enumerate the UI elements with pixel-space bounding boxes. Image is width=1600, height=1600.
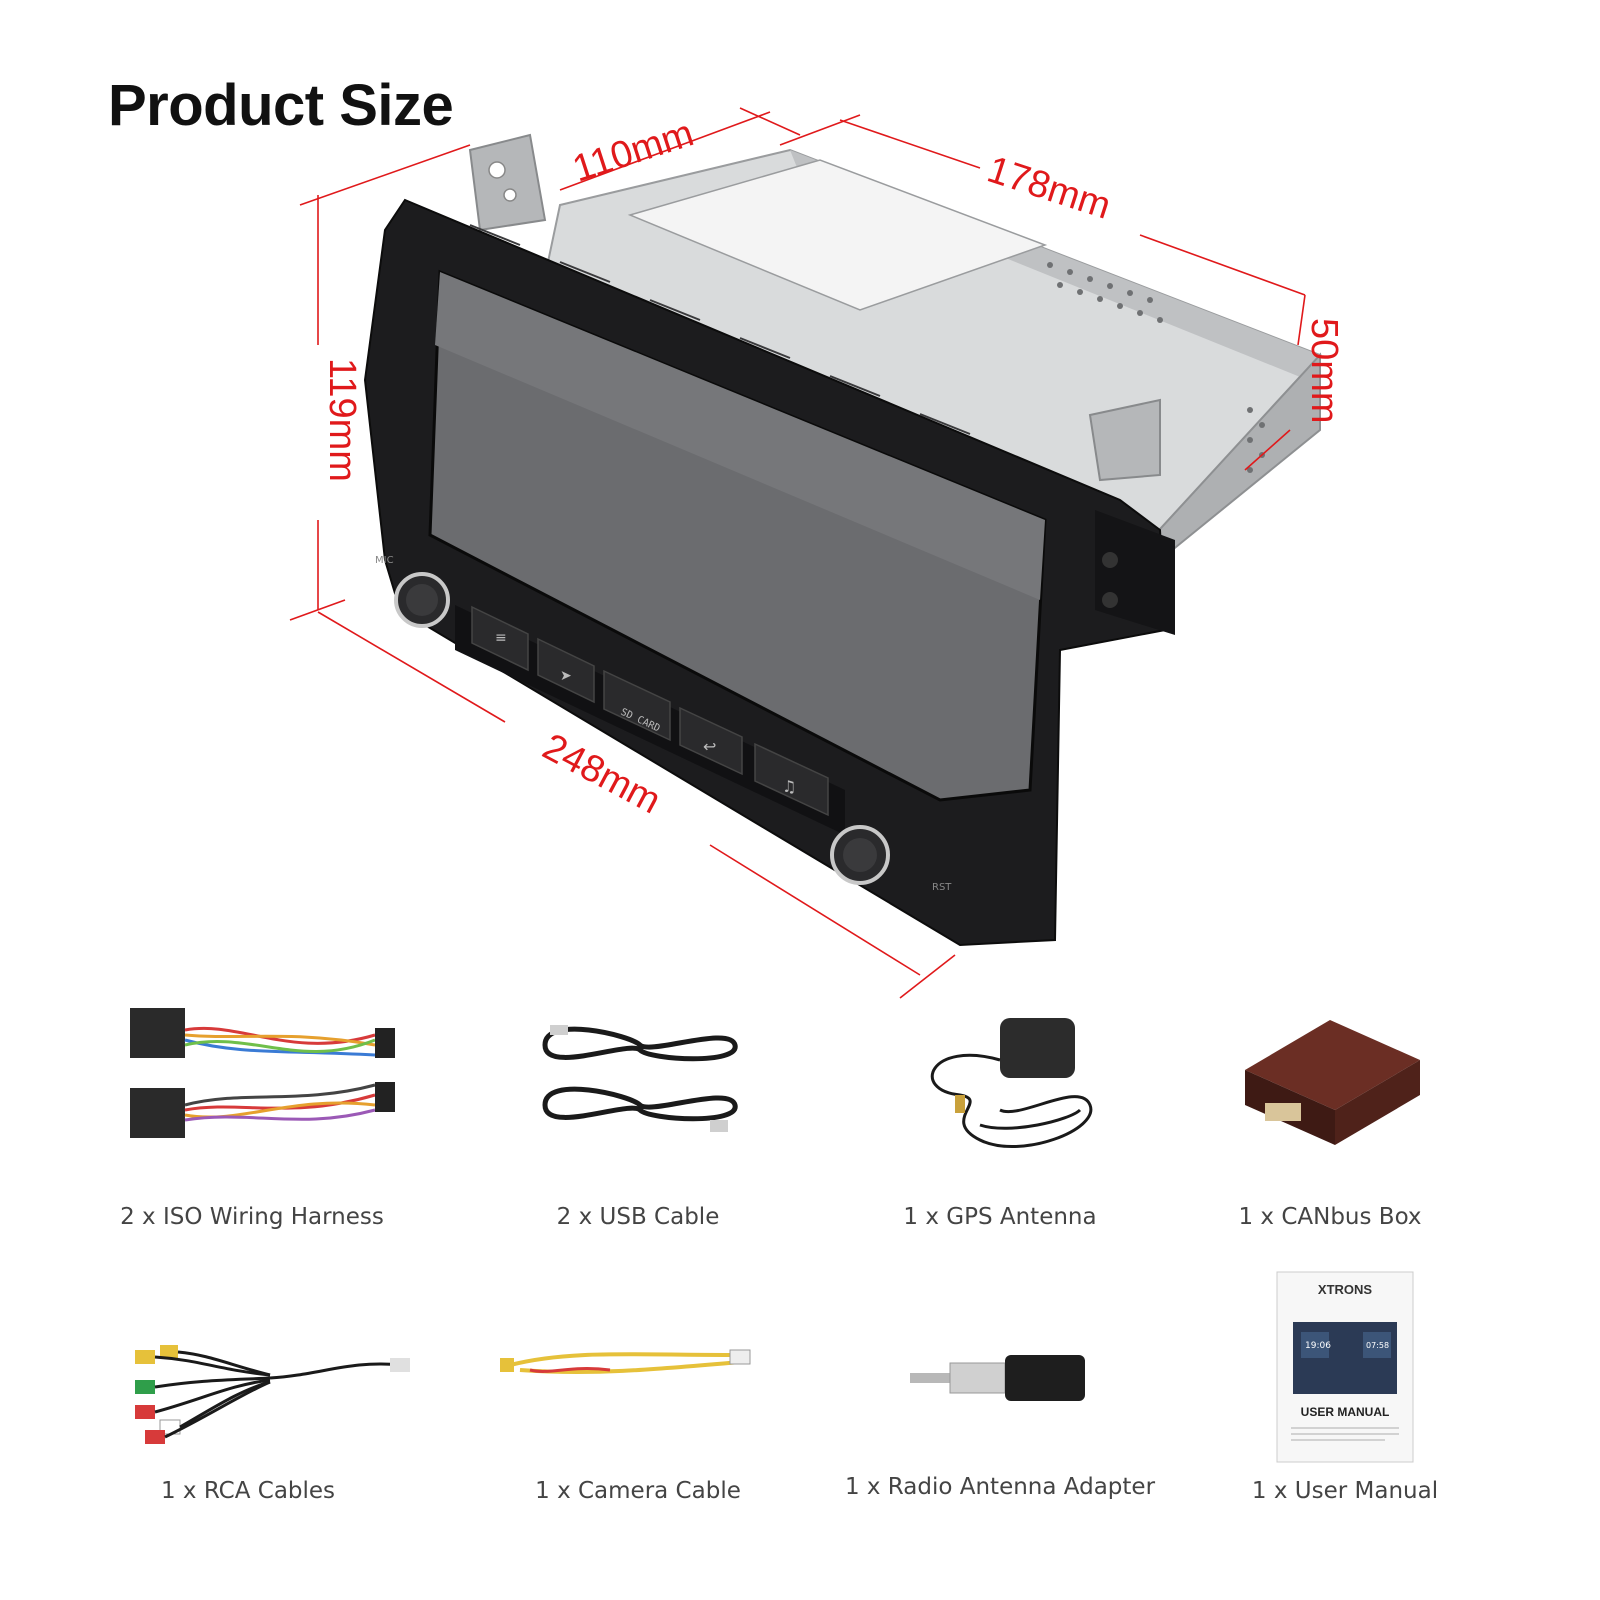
accessory-label-gps: 1 x GPS Antenna: [903, 1204, 1097, 1230]
svg-text:♫: ♫: [782, 777, 796, 796]
page-title: Product Size: [108, 73, 454, 138]
gps-antenna-image: [930, 1018, 1093, 1149]
music-button[interactable]: ♫: [754, 742, 829, 817]
accessory-label-rca: 1 x RCA Cables: [160, 1478, 336, 1504]
svg-text:➤: ➤: [560, 668, 572, 684]
chassis-height-dim-label: 50mm: [1303, 318, 1345, 424]
user-manual-image: XTRONS 19:06 07:58 USER MANUAL: [1276, 1271, 1414, 1463]
accessory-label-camera: 1 x Camera Cable: [535, 1478, 741, 1504]
control-strip: ≡ ➤ SD CARD ↩ ♫: [455, 605, 845, 835]
manual-title: USER MANUAL: [1301, 1405, 1390, 1419]
dimension-lines: [289, 107, 1306, 999]
tune-knob[interactable]: [830, 825, 890, 885]
manual-time2: 07:58: [1366, 1341, 1389, 1350]
radio-adapter-image: [910, 1355, 1085, 1401]
manual-brand: XTRONS: [1318, 1282, 1373, 1297]
volume-knob[interactable]: [394, 572, 450, 628]
accessory-label-radio: 1 x Radio Antenna Adapter: [844, 1474, 1156, 1500]
metal-chassis: [468, 133, 1322, 562]
product-illustration: ≡ ➤ SD CARD ↩ ♫ MIC RST: [289, 107, 1345, 999]
svg-text:↩: ↩: [703, 737, 716, 756]
height-dim-label: 119mm: [321, 358, 363, 482]
accessory-label-canbus: 1 x CANbus Box: [1238, 1204, 1422, 1230]
rca-cables-image: [135, 1345, 410, 1444]
mic-label: MIC: [375, 555, 394, 566]
display-screen: [428, 269, 1047, 802]
usb-cable-image: [542, 1025, 738, 1132]
camera-cable-image: [500, 1349, 751, 1374]
back-button[interactable]: ↩: [679, 706, 743, 776]
menu-button[interactable]: ≡: [471, 605, 529, 672]
svg-text:≡: ≡: [495, 630, 507, 646]
length-dim-label: 178mm: [982, 149, 1115, 228]
iso-harness-image: [130, 1008, 395, 1138]
reset-label: RST: [932, 882, 952, 893]
accessory-label-manual: 1 x User Manual: [1251, 1478, 1439, 1504]
canbus-box-image: [1245, 1020, 1420, 1145]
navigation-button[interactable]: ➤: [537, 637, 595, 704]
manual-time1: 19:06: [1305, 1341, 1331, 1351]
accessory-label-iso: 2 x ISO Wiring Harness: [120, 1204, 384, 1230]
accessory-label-usb: 2 x USB Cable: [556, 1204, 720, 1230]
